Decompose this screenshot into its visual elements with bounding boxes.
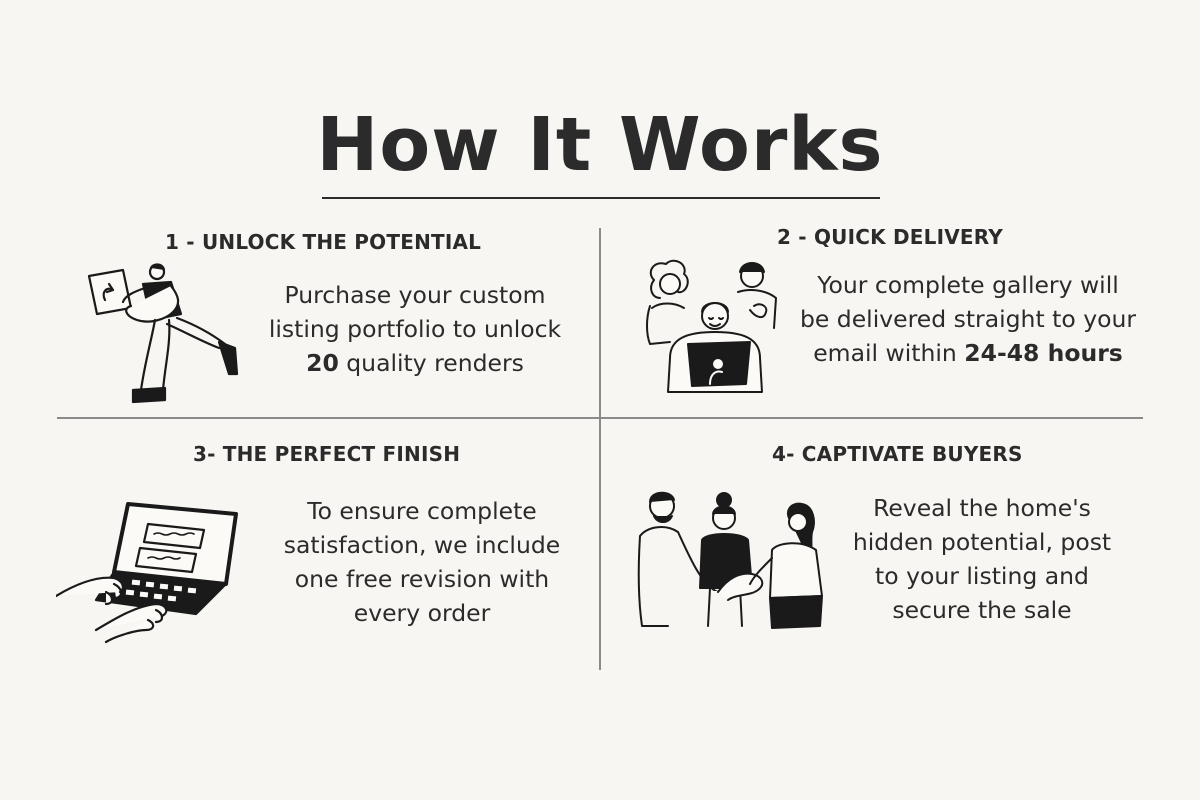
step-1-highlight: 20 [306,349,339,377]
step-3-heading: 3- THE PERFECT FINISH [193,442,461,466]
step-4-line-1: Reveal the home's [873,494,1091,522]
step-1-line-3-rest: quality renders [338,349,524,377]
step-3-line-4: every order [353,599,491,627]
step-2-description: Your complete gallery will be delivered … [798,268,1138,370]
step-1-line-1: Purchase your custom [284,281,546,309]
step-4-line-2: hidden potential, post [852,528,1112,556]
step-2-line-2: be delivered straight to your [799,305,1137,333]
person-carrying-document-icon [85,262,245,407]
page-title: How It Works [316,102,884,188]
step-1-heading: 1 - UNLOCK THE POTENTIAL [165,230,482,254]
people-handshake-icon [632,488,832,630]
step-4-line-3: to your listing and [875,562,1089,590]
step-2-line-1: Your complete gallery will [817,271,1119,299]
step-3-description: To ensure complete satisfaction, we incl… [252,494,592,630]
step-1-line-2: listing portfolio to unlock [268,315,562,343]
step-1-line-3: 20 quality renders [250,346,580,380]
title-underline [322,197,880,199]
step-2-line-3: email within 24-48 hours [798,336,1138,370]
step-1-description: Purchase your custom listing portfolio t… [250,278,580,380]
step-4-line-4: secure the sale [892,596,1072,624]
step-2-line-3-pre: email within [813,339,965,367]
step-3-line-1: To ensure complete [307,497,537,525]
step-3-line-2: satisfaction, we include [283,531,561,559]
vertical-divider [599,228,601,670]
step-4-heading: 4- CAPTIVATE BUYERS [772,442,1023,466]
team-around-laptop-icon [640,258,790,398]
step-2-heading: 2 - QUICK DELIVERY [777,225,1003,249]
step-4-description: Reveal the home's hidden potential, post… [812,491,1152,627]
hands-typing-laptop-icon [56,496,241,644]
horizontal-divider [57,417,1143,419]
step-2-highlight: 24-48 hours [964,339,1123,367]
step-3-line-3: one free revision with [294,565,550,593]
